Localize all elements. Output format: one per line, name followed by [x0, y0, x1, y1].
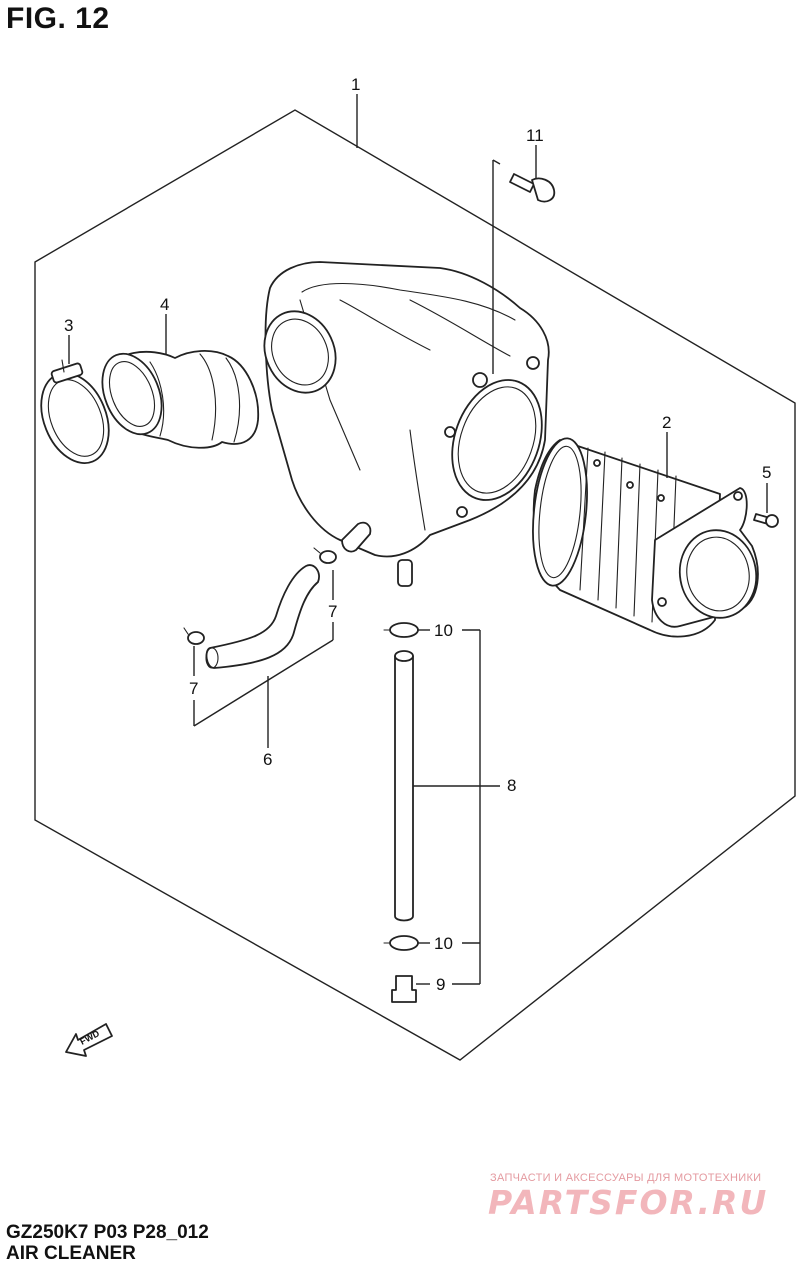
- callout-numbers: 1 2 3 4 5 6 7 7 8 9 10 10 11: [64, 75, 771, 994]
- diagram-model-code: GZ250K7 P03 P28_012: [6, 1222, 209, 1243]
- part-screw-11: [509, 173, 556, 203]
- leader-lines: [68, 94, 768, 985]
- callout-2: 2: [662, 413, 671, 432]
- callout-10-lower: 10: [434, 934, 453, 953]
- callout-3: 3: [64, 316, 73, 335]
- part-drain-plug: [391, 975, 417, 1003]
- part-intake-boot: [101, 350, 259, 449]
- part-drain-tube: [394, 650, 414, 922]
- callout-10-upper: 10: [434, 621, 453, 640]
- figure-title: FIG. 12: [6, 2, 110, 35]
- forward-direction-arrow: FWD: [65, 1023, 113, 1057]
- callout-9: 9: [436, 975, 445, 994]
- part-screw-5: [753, 513, 779, 528]
- watermark-tagline: ЗАПЧАСТИ И АКСЕССУАРЫ ДЛЯ МОТОТЕХНИКИ: [490, 1172, 762, 1184]
- part-clamp-10-lower: [383, 935, 419, 951]
- callout-7-upper: 7: [328, 602, 337, 621]
- part-air-cleaner-case: [263, 261, 550, 587]
- callout-7-lower: 7: [189, 679, 198, 698]
- callout-4: 4: [160, 295, 169, 314]
- watermark-brand: PARTSFOR.RU: [488, 1183, 769, 1222]
- part-clip-7-upper: [313, 547, 337, 564]
- part-breather-hose: [205, 564, 320, 669]
- part-clamp-10-upper: [383, 622, 419, 638]
- callout-5: 5: [762, 463, 771, 482]
- callout-11: 11: [526, 126, 544, 145]
- callout-8: 8: [507, 776, 516, 795]
- part-hose-clamp: [40, 359, 110, 464]
- assembly-boundary: [34, 109, 796, 1061]
- part-clip-7-lower: [183, 627, 205, 645]
- callout-6: 6: [263, 750, 272, 769]
- part-filter-element: [532, 437, 759, 638]
- callout-1: 1: [351, 75, 360, 94]
- diagram-section-name: AIR CLEANER: [6, 1243, 136, 1264]
